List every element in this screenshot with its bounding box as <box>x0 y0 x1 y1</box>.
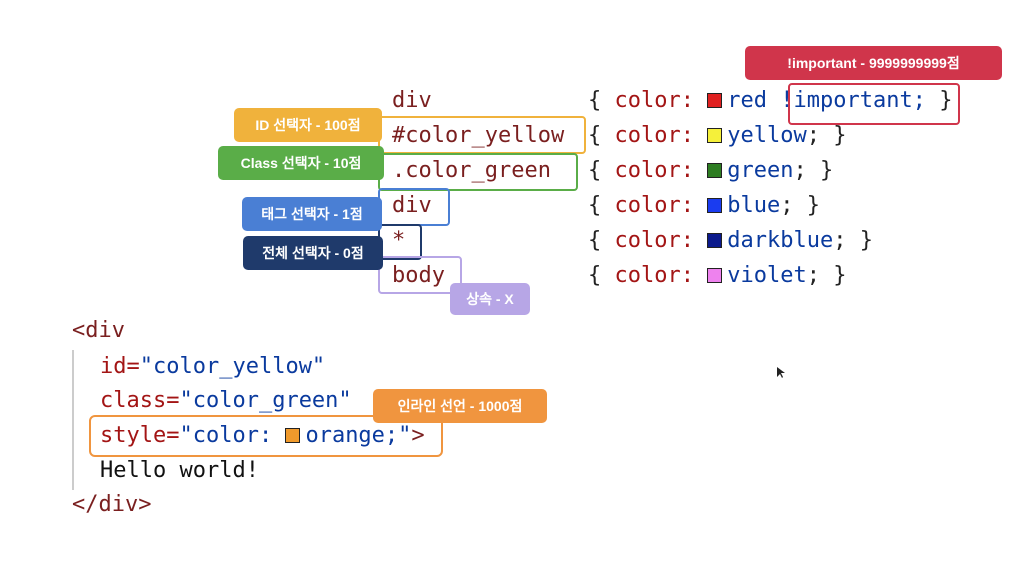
css-suffix: ; } <box>793 158 834 183</box>
inherit-label: 상속 - X <box>450 283 530 315</box>
universal-selector-box <box>378 224 422 260</box>
open-brace: { <box>588 88 602 113</box>
css-declaration-row-2: { color: yellow; } <box>588 125 846 147</box>
color-swatch-orange <box>285 428 301 443</box>
mouse-cursor-icon <box>777 367 785 378</box>
important-keyword: !important; <box>780 88 926 113</box>
inline-style-box <box>89 415 443 457</box>
css-selector-body: body <box>392 263 445 288</box>
css-prop: color: <box>614 228 694 253</box>
css-suffix: ; } <box>806 123 847 148</box>
html-class-attribute: class="color_green" <box>100 390 352 412</box>
css-prop: color: <box>614 123 694 148</box>
attr-value-start: "color: <box>179 423 286 448</box>
css-selector-id: #color_yellow <box>392 123 565 148</box>
html-text-content: Hello world! <box>100 458 259 483</box>
css-selector-div-2: div <box>392 193 432 218</box>
inline-style-label: 인라인 선언 - 1000점 <box>373 389 547 423</box>
html-style-attribute: style="color: orange;"> <box>100 425 425 447</box>
css-value: yellow <box>727 123 807 148</box>
css-declaration-row-4: { color: blue; } <box>588 195 820 217</box>
css-value: red <box>727 88 767 113</box>
attr-value: "color_green" <box>179 388 352 413</box>
tag-close: > <box>411 423 425 448</box>
css-suffix: ; } <box>833 228 873 253</box>
open-brace: { <box>588 228 602 253</box>
close-brace: } <box>939 88 953 113</box>
tag-selector-box <box>378 188 450 226</box>
html-id-attribute: id="color_yellow" <box>100 356 325 378</box>
css-selector-div-1: div <box>392 88 432 113</box>
color-swatch-red <box>707 93 723 108</box>
css-value: green <box>727 158 794 183</box>
css-declaration-row-1: { color: red !important; } <box>588 90 952 112</box>
css-selector-class: .color_green <box>392 158 551 183</box>
id-selector-label: ID 선택자 - 100점 <box>234 108 382 142</box>
color-swatch-yellow <box>707 128 723 143</box>
css-prop: color: <box>614 158 694 183</box>
important-label: !important - 9999999999점 <box>745 46 1002 80</box>
css-prop: color: <box>614 263 694 288</box>
class-selector-label: Class 선택자 - 10점 <box>218 146 384 180</box>
color-swatch-blue <box>707 198 723 213</box>
css-value: blue <box>727 193 781 218</box>
id-selector-box <box>378 116 586 154</box>
open-brace: { <box>588 123 602 148</box>
important-highlight-box <box>788 83 960 125</box>
class-selector-box <box>378 153 578 191</box>
attr-name: style= <box>100 423 180 448</box>
open-brace: { <box>588 193 602 218</box>
css-declaration-row-6: { color: violet; } <box>588 265 846 287</box>
html-close-tag: </div> <box>72 492 152 517</box>
color-swatch-darkblue <box>707 233 723 248</box>
css-declaration-row-5: { color: darkblue; } <box>588 230 873 252</box>
body-selector-box <box>378 256 462 294</box>
css-selector-universal: * <box>392 228 406 253</box>
css-suffix: ; } <box>806 263 847 288</box>
css-value: darkblue <box>727 228 834 253</box>
css-value: violet <box>727 263 807 288</box>
html-open-tag: <div <box>72 318 125 343</box>
attr-name: id= <box>100 354 140 379</box>
color-swatch-green <box>707 163 723 178</box>
attr-value: "color_yellow" <box>139 354 326 379</box>
open-brace: { <box>588 263 602 288</box>
attr-name: class= <box>100 388 180 413</box>
color-swatch-violet <box>707 268 723 283</box>
attr-value-color: orange;" <box>305 423 412 448</box>
css-declaration-row-3: { color: green; } <box>588 160 833 182</box>
css-suffix: ; } <box>780 193 820 218</box>
code-indent-guide <box>72 350 74 490</box>
tag-selector-label: 태그 선택자 - 1점 <box>242 197 382 231</box>
universal-selector-label: 전체 선택자 - 0점 <box>243 236 383 270</box>
open-brace: { <box>588 158 602 183</box>
css-prop: color: <box>614 88 694 113</box>
css-prop: color: <box>614 193 694 218</box>
